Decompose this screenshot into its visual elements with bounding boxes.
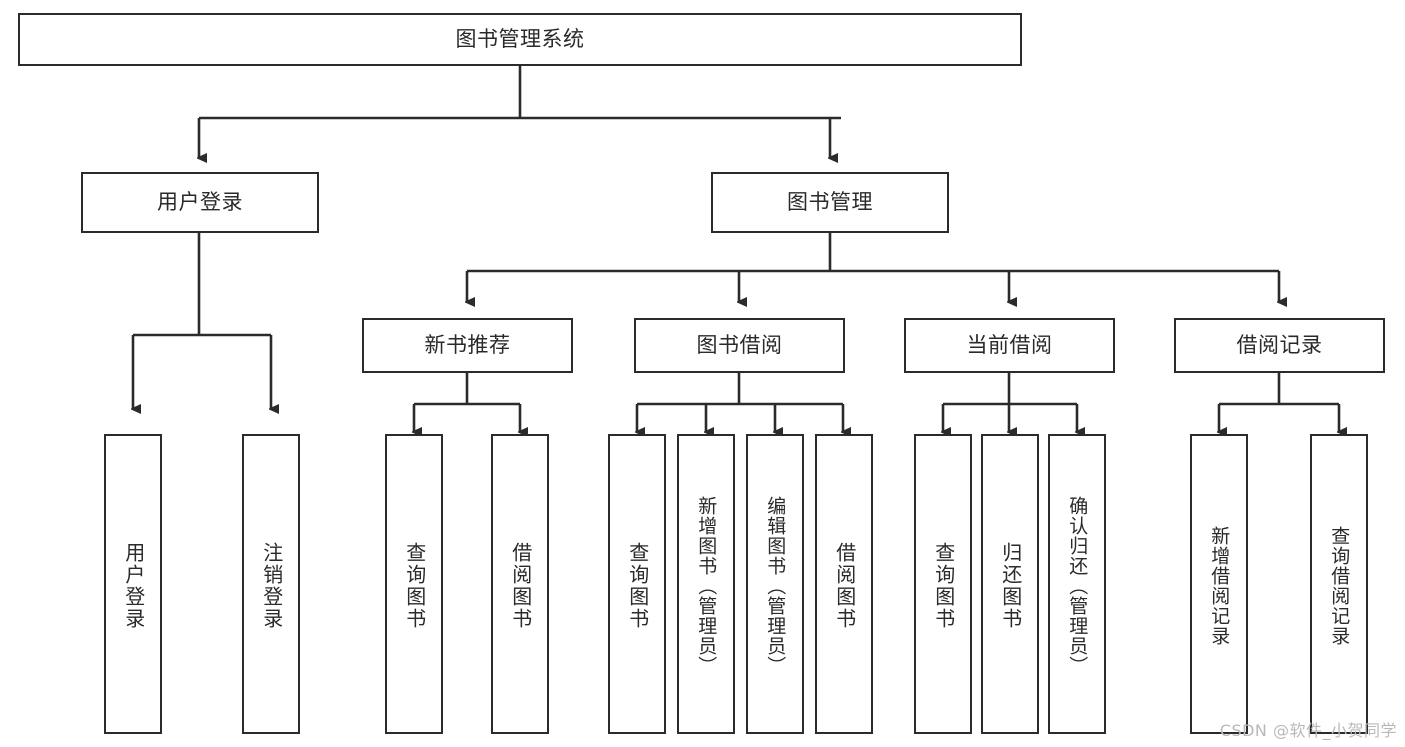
leaf-add-book-label: 新增图书（管理员） [695,496,718,676]
leaf-borrow-book-2[interactable]: 借阅图书 [815,434,873,734]
node-current-borrow[interactable]: 当前借阅 [904,318,1115,373]
node-user-login[interactable]: 用户登录 [81,172,319,233]
node-root[interactable]: 图书管理系统 [18,13,1022,66]
leaf-add-record[interactable]: 新增借阅记录 [1190,434,1248,734]
node-new-book-recommend[interactable]: 新书推荐 [362,318,573,373]
leaf-user-login-label: 用户登录 [121,542,146,630]
leaf-confirm-return-label: 确认归还（管理员） [1066,496,1089,676]
leaf-query-record[interactable]: 查询借阅记录 [1310,434,1368,734]
leaf-user-login[interactable]: 用户登录 [104,434,162,734]
node-borrow-record[interactable]: 借阅记录 [1174,318,1385,373]
node-user-login-label: 用户登录 [157,190,243,215]
leaf-edit-book[interactable]: 编辑图书（管理员） [746,434,804,734]
leaf-return-book[interactable]: 归还图书 [981,434,1039,734]
leaf-query-book-1[interactable]: 查询图书 [385,434,443,734]
node-book-manage[interactable]: 图书管理 [711,172,949,233]
leaf-query-book-3[interactable]: 查询图书 [914,434,972,734]
leaf-query-book-1-label: 查询图书 [402,542,427,630]
leaf-user-logout-label: 注销登录 [259,542,284,630]
node-book-borrow-label: 图书借阅 [696,333,783,358]
leaf-query-book-2-label: 查询图书 [625,542,650,630]
leaf-query-record-label: 查询借阅记录 [1328,526,1351,646]
leaf-edit-book-label: 编辑图书（管理员） [764,496,787,676]
node-new-book-recommend-label: 新书推荐 [424,333,511,358]
csdn-watermark: CSDN @软件_小贺同学 [1219,721,1397,740]
node-current-borrow-label: 当前借阅 [966,333,1053,358]
leaf-borrow-book-2-label: 借阅图书 [832,542,857,630]
node-root-label: 图书管理系统 [455,27,585,52]
leaf-return-book-label: 归还图书 [998,542,1023,630]
leaf-user-logout[interactable]: 注销登录 [242,434,300,734]
node-borrow-record-label: 借阅记录 [1236,333,1323,358]
leaf-query-book-2[interactable]: 查询图书 [608,434,666,734]
leaf-confirm-return[interactable]: 确认归还（管理员） [1048,434,1106,734]
node-book-borrow[interactable]: 图书借阅 [634,318,845,373]
leaf-borrow-book-1-label: 借阅图书 [508,542,533,630]
leaf-borrow-book-1[interactable]: 借阅图书 [491,434,549,734]
node-book-manage-label: 图书管理 [787,190,873,215]
leaf-add-record-label: 新增借阅记录 [1208,526,1231,646]
leaf-query-book-3-label: 查询图书 [931,542,956,630]
leaf-add-book[interactable]: 新增图书（管理员） [677,434,735,734]
